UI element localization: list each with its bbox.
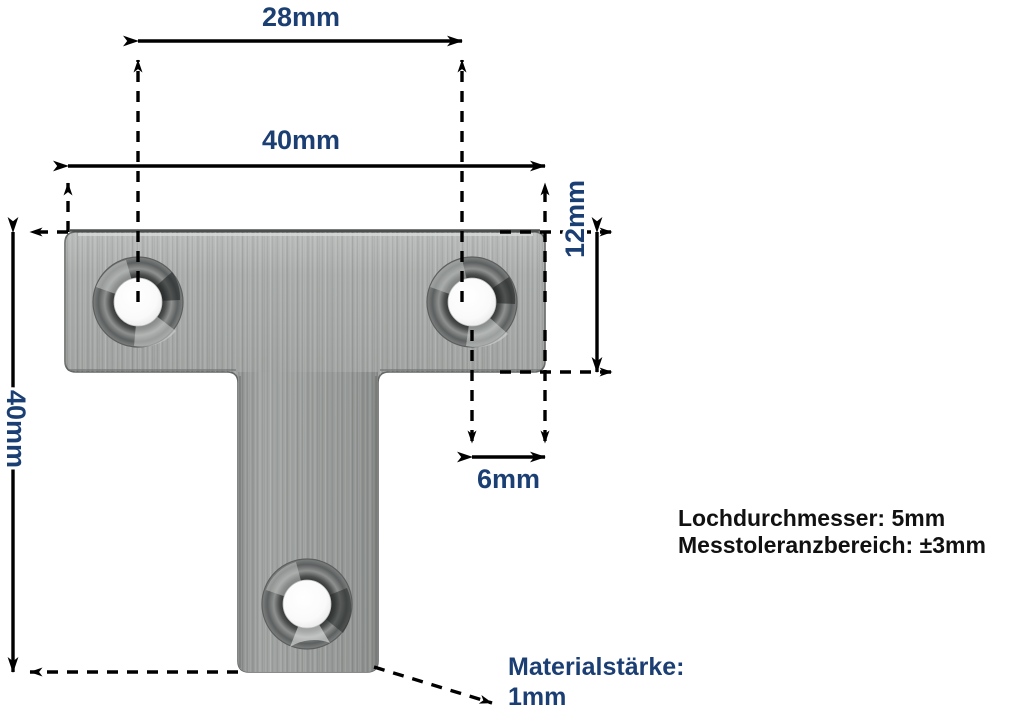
hole-top-right: [426, 256, 518, 348]
hole-diameter-text: Lochdurchmesser: 5mm: [678, 505, 946, 531]
dim-label-40mm-width: 40mm: [262, 125, 341, 155]
material-thickness-leader: [373, 665, 493, 705]
screw-holes: [92, 256, 518, 650]
dim-28-extensions: [133, 59, 467, 302]
material-thickness-note: Materialstärke: 1mm: [508, 653, 684, 712]
dim-40v-extensions: [29, 227, 238, 677]
hole-bottom: [261, 558, 353, 650]
dim-label-28mm: 28mm: [262, 2, 341, 32]
tolerance-text: Messtoleranzbereich: ±3mm: [678, 532, 986, 559]
material-thickness-title: Materialstärke:: [508, 653, 685, 681]
dim-40h-extensions: [63, 182, 550, 302]
bracket-body: [64, 229, 546, 673]
dim-label-6mm: 6mm: [477, 464, 541, 494]
dim-label-12mm: 12mm: [560, 179, 590, 258]
material-thickness-value: 1mm: [508, 682, 567, 711]
brushed-texture-coarse: [65, 232, 545, 672]
dimension-lines: [7, 35, 613, 705]
specification-note: Lochdurchmesser: 5mm Messtoleranzbereich…: [678, 505, 986, 559]
dim-label-40mm-height: 40mm: [1, 390, 31, 469]
